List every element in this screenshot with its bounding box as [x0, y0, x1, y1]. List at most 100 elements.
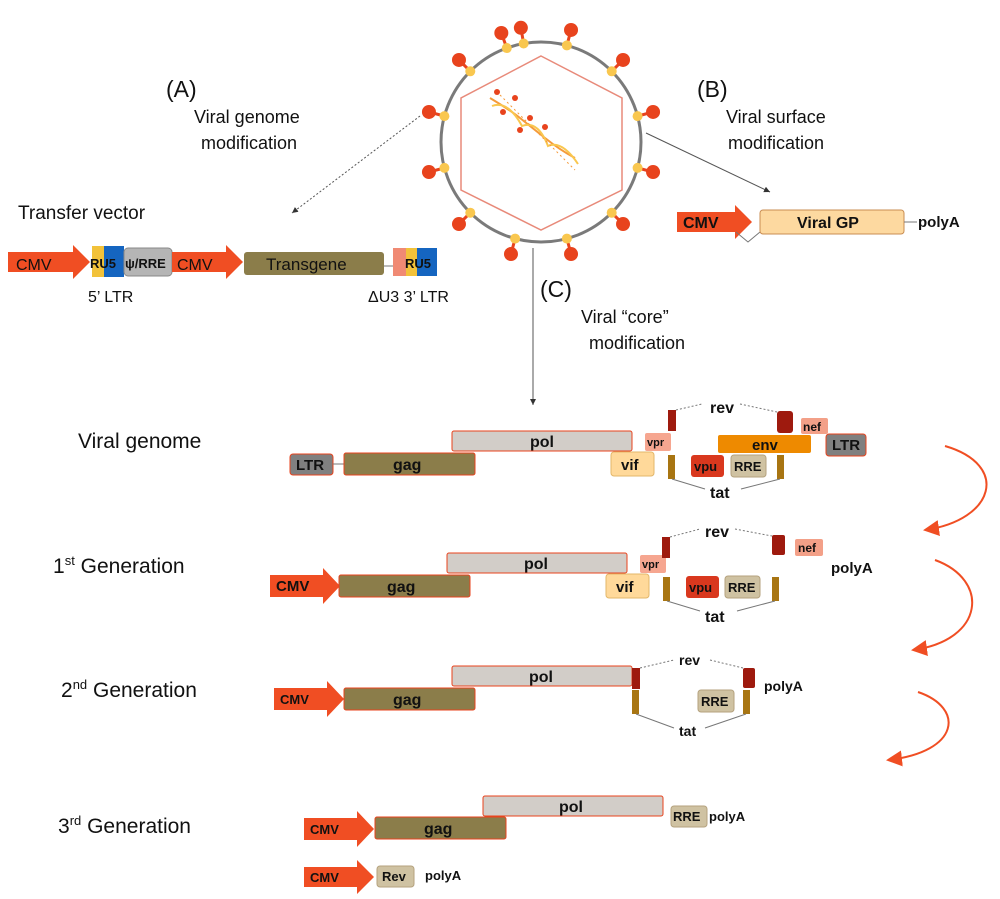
polya-label-gen3: polyA	[709, 809, 746, 824]
gag-label: gag	[393, 457, 421, 474]
ltr-left-label: LTR	[296, 457, 324, 474]
vpr-box-gen1	[640, 555, 666, 573]
vif-label: vif	[621, 457, 640, 474]
tat-splice-gen2	[635, 713, 747, 729]
vpu-label-gen1: vpu	[689, 580, 712, 595]
rre-label-gen1: RRE	[728, 580, 756, 595]
section-a-letter: (A)	[166, 76, 197, 102]
spike-protein-icon	[513, 20, 529, 49]
third-generation-row: 3rd Generation CMV gag pol RRE polyA CMV…	[58, 795, 746, 894]
splice-line-b	[735, 231, 761, 243]
gag-box-gen2	[343, 687, 476, 711]
vpu-label: vpu	[694, 459, 717, 474]
delta-u3-region	[393, 248, 406, 276]
rev-exon1-gen2	[632, 668, 640, 689]
rev-splice-gen2	[639, 659, 744, 669]
tat-exon2	[777, 455, 784, 479]
vif-box	[610, 451, 655, 477]
cmv-label-1: CMV	[16, 257, 52, 274]
vpr-box	[645, 433, 671, 451]
curved-arrow-genome-to-gen1	[923, 445, 988, 536]
gag-box-gen3	[374, 816, 507, 840]
virus-particle-icon	[421, 20, 661, 262]
first-generation-row: 1st Generation CMV gag pol vif vpr rev n…	[53, 524, 873, 626]
spike-proteins	[421, 20, 661, 262]
cmv-promoter-arrow-gen2	[274, 681, 344, 717]
gag-label-gen2: gag	[393, 692, 421, 709]
section-a-title-2: modification	[201, 133, 297, 153]
u5-region-left	[104, 246, 124, 277]
spike-protein-icon	[606, 207, 631, 232]
gen1-label: 1st Generation	[53, 553, 185, 578]
rev-exon1-gen1	[662, 537, 670, 558]
pol-label-gen3: pol	[559, 799, 583, 816]
cmv-promoter-arrow-rev	[304, 860, 374, 894]
rev-exon2	[777, 411, 793, 433]
spike-protein-icon	[632, 104, 661, 122]
rev-label-gen1: rev	[705, 524, 729, 541]
second-generation-row: 2nd Generation CMV gag pol rev polyA RRE…	[61, 652, 803, 739]
tat-splice	[671, 478, 781, 490]
gag-label-gen1: gag	[387, 579, 415, 596]
rre-label: RRE	[734, 459, 762, 474]
transfer-vector-title: Transfer vector	[18, 203, 146, 224]
transfer-vector-construct: CMV RU5 ψ/RRE CMV Transgene RU5 5’ LTR Δ…	[8, 245, 449, 306]
section-b-title-1: Viral surface	[726, 107, 826, 127]
section-c-title-2: modification	[589, 333, 685, 353]
curved-arrow-gen2-to-gen3	[886, 691, 950, 767]
pointer-line-b	[645, 132, 771, 193]
pol-box	[451, 430, 633, 452]
rev-label-gen2: rev	[679, 652, 700, 668]
cmv-label-2: CMV	[177, 257, 213, 274]
spike-protein-icon	[451, 52, 476, 77]
rre-box-gen1	[724, 575, 761, 599]
dna-helix-icon	[489, 89, 579, 171]
vpu-box-gen1	[686, 576, 719, 598]
viral-genome-label: Viral genome	[78, 430, 201, 453]
rev-box-gen3	[376, 865, 415, 888]
rev-splice-gen1	[669, 528, 773, 538]
tat-label-gen1: tat	[705, 609, 725, 626]
ltr3-label: ΔU3 3’ LTR	[368, 289, 449, 306]
cmv-promoter-arrow-gen3	[304, 811, 374, 847]
psi-rre-label: ψ/RRE	[125, 256, 166, 271]
rre-label-gen3: RRE	[673, 809, 701, 824]
vif-label-gen1: vif	[616, 579, 635, 596]
cmv-label-b: CMV	[683, 215, 719, 232]
section-a-title-1: Viral genome	[194, 107, 300, 127]
tat-label: tat	[710, 485, 730, 502]
pol-box-gen3	[482, 795, 664, 817]
rev-exon2-gen2	[743, 668, 755, 688]
ltr-right-box	[825, 433, 867, 457]
spike-protein-icon	[561, 233, 579, 262]
env-label: env	[752, 437, 779, 454]
polya-label-rev: polyA	[425, 868, 462, 883]
nef-box	[801, 418, 828, 434]
spike-protein-icon	[561, 22, 579, 51]
tat-exon1	[668, 455, 675, 479]
tat-exon1-gen2	[632, 690, 639, 714]
tat-exon2-gen2	[743, 690, 750, 714]
spike-protein-icon	[503, 233, 521, 262]
transgene-label: Transgene	[266, 255, 347, 274]
viral-gp-label: Viral GP	[797, 215, 859, 232]
pol-label-gen2: pol	[529, 669, 553, 686]
cmv-promoter-arrow-b	[677, 205, 752, 239]
vpu-box	[691, 455, 724, 477]
r-region-right	[406, 248, 417, 276]
spike-protein-icon	[632, 162, 661, 180]
rre-label-gen2: RRE	[701, 694, 729, 709]
spike-protein-icon	[494, 25, 512, 54]
vpr-label-gen1: vpr	[642, 559, 660, 571]
section-c-title-1: Viral “core”	[581, 307, 669, 327]
nef-label-gen1: nef	[798, 541, 817, 555]
transgene-box	[244, 252, 384, 275]
pol-box-gen1	[446, 552, 628, 574]
ltr-right-label: LTR	[832, 437, 860, 454]
spike-protein-icon	[451, 207, 476, 232]
nef-box-gen1	[795, 539, 823, 556]
pol-label: pol	[530, 434, 554, 451]
curved-arrow-gen1-to-gen2	[911, 559, 974, 656]
rev-exon1	[668, 410, 676, 431]
